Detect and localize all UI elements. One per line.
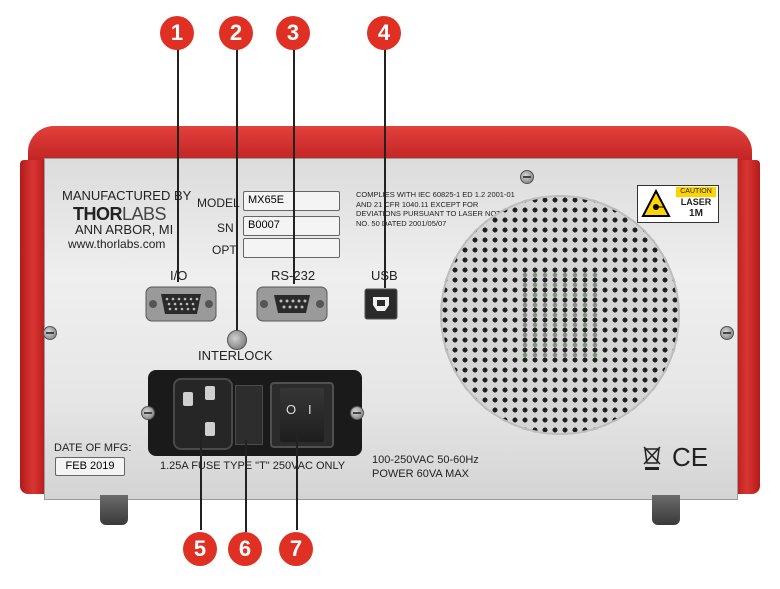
- manufacturer-city: ANN ARBOR, MI: [75, 222, 174, 237]
- callout-leader-5: [200, 430, 202, 530]
- left-side-cover: [20, 160, 46, 494]
- screw-icon: [350, 406, 364, 420]
- weee-disposal-icon: [643, 446, 661, 470]
- callout-leader-2: [236, 46, 238, 330]
- inlet-pin: [205, 422, 215, 436]
- inlet-pin: [205, 386, 215, 400]
- manufactured-by-label: MANUFACTURED BY: [62, 188, 192, 203]
- compliance-notice: COMPLIES WITH IEC 60825-1 ED 1.2 2001-01…: [356, 190, 515, 228]
- callout-2: 2: [219, 16, 253, 50]
- screw-icon: [520, 170, 534, 184]
- callout-3: 3: [276, 16, 310, 50]
- date-of-mfg-field: FEB 2019: [55, 457, 125, 476]
- power-rating-line1: 100-250VAC 50-60Hz: [372, 454, 479, 466]
- right-foot: [652, 495, 680, 525]
- model-field: MX65E: [243, 191, 340, 211]
- fan-blade: [520, 270, 600, 360]
- laser-warning-label: CAUTION LASER 1M: [637, 185, 719, 223]
- manufacturer-website: www.thorlabs.com: [68, 237, 166, 251]
- fuse-rating-text: 1.25A FUSE TYPE "T" 250VAC ONLY: [160, 460, 346, 472]
- callout-leader-7: [296, 430, 298, 530]
- interlock-connector[interactable]: [227, 330, 247, 350]
- power-switch[interactable]: O I: [270, 382, 334, 448]
- rs232-port[interactable]: [256, 286, 328, 322]
- callout-leader-3: [293, 46, 295, 284]
- opt-field: [243, 238, 340, 258]
- sn-label: SN: [217, 221, 234, 235]
- ac-power-inlet[interactable]: [173, 378, 233, 450]
- interlock-label: INTERLOCK: [198, 348, 273, 363]
- laser-class-label: LASER: [680, 197, 712, 207]
- thorlabs-logo: THORLABS: [73, 204, 167, 224]
- screw-icon: [141, 406, 155, 420]
- ce-mark-icon: CE: [672, 442, 709, 472]
- io-port[interactable]: [145, 286, 217, 322]
- inlet-pin: [183, 392, 193, 406]
- screw-icon: [720, 326, 734, 340]
- callout-7: 7: [279, 532, 313, 566]
- callout-leader-4: [384, 46, 386, 288]
- caution-label: CAUTION: [676, 187, 716, 197]
- callout-4: 4: [367, 16, 401, 50]
- usb-port[interactable]: [364, 288, 398, 320]
- date-of-mfg-label: DATE OF MFG:: [54, 442, 132, 454]
- callout-leader-6: [245, 440, 247, 532]
- opt-label: OPT: [212, 243, 237, 257]
- callout-6: 6: [228, 532, 262, 566]
- right-side-cover: [734, 160, 760, 494]
- left-foot: [100, 495, 128, 525]
- callout-5: 5: [183, 532, 217, 566]
- screw-icon: [43, 326, 57, 340]
- model-label: MODEL: [197, 196, 240, 210]
- fuse-holder[interactable]: [235, 385, 263, 445]
- laser-hazard-icon: [641, 189, 671, 217]
- switch-off-mark: O: [286, 402, 297, 417]
- switch-on-mark: I: [308, 402, 312, 417]
- power-rating-line2: POWER 60VA MAX: [372, 468, 469, 480]
- callout-leader-1: [177, 46, 179, 282]
- laser-class-value: 1M: [689, 208, 703, 219]
- rocker-paddle: [280, 388, 324, 442]
- callout-1: 1: [160, 16, 194, 50]
- sn-field: B0007: [243, 216, 340, 236]
